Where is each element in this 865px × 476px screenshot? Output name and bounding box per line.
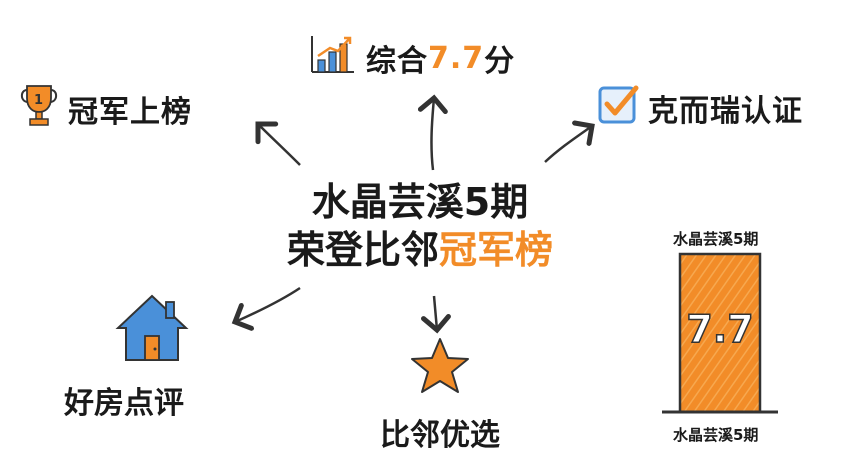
- bar-top-label: 水晶芸溪5期: [673, 230, 759, 248]
- bar-value: 7.7: [686, 307, 753, 351]
- arrow-to-top: [417, 94, 448, 171]
- cric-label: 克而瑞认证: [648, 94, 803, 129]
- score-prefix: 综合: [366, 44, 428, 79]
- node-cric: 克而瑞认证: [596, 82, 803, 134]
- trophy-icon: 1: [18, 82, 60, 136]
- score-suffix: 分: [484, 44, 516, 79]
- node-champion: 1 冠军上榜: [18, 82, 192, 136]
- center-line-1: 水晶芸溪5期: [311, 180, 529, 224]
- bar-bottom-label: 水晶芸溪5期: [673, 426, 759, 444]
- center-title: 水晶芸溪5期 荣登比邻冠军榜: [255, 178, 585, 274]
- champion-label: 冠军上榜: [68, 95, 192, 130]
- node-review: 好房点评: [64, 292, 214, 422]
- selection-label: 比邻优选: [380, 418, 500, 453]
- center-line-2: 荣登比邻冠军榜: [255, 226, 585, 274]
- arrow-to-top-left: [255, 121, 301, 166]
- trophy-rank: 1: [34, 93, 44, 108]
- arrow-to-top-right: [544, 120, 595, 163]
- node-selection: 比邻优选: [345, 336, 535, 454]
- score-bar: 7.7: [662, 252, 778, 414]
- bar-chart-icon: [308, 32, 358, 84]
- center-line-2-prefix: 荣登比邻: [286, 228, 439, 272]
- review-label: 好房点评: [64, 386, 184, 421]
- star-icon: [345, 336, 535, 404]
- arrow-to-bottom-left: [231, 286, 301, 331]
- score-value: 7.7: [428, 40, 485, 76]
- arrow-to-bottom-center: [421, 295, 451, 334]
- node-score: 综合 7.7 分: [308, 32, 515, 84]
- checkbox-icon: [596, 82, 640, 134]
- center-line-2-accent: 冠军榜: [439, 228, 554, 272]
- house-icon: [112, 292, 192, 372]
- bar-fill: [678, 252, 762, 414]
